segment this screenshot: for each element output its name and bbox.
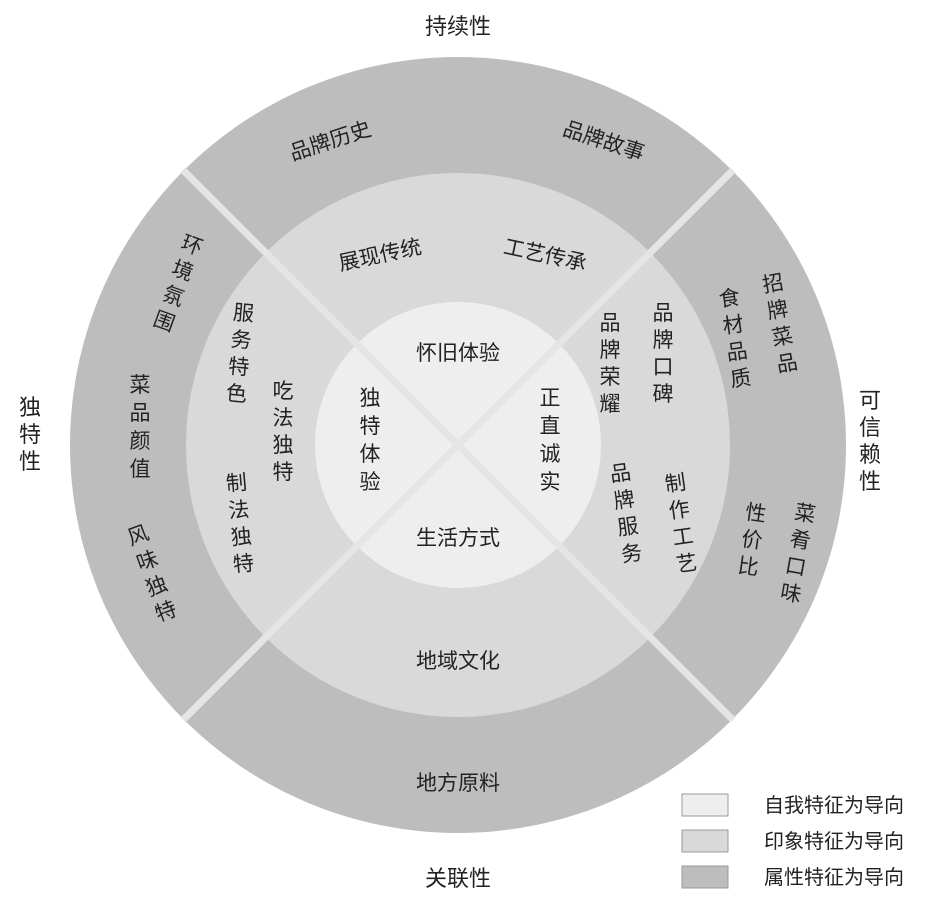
dimension-left-char: 特 bbox=[19, 423, 41, 448]
legend-swatch-self bbox=[681, 793, 729, 817]
outer-right-label-4-char: 价 bbox=[740, 527, 764, 554]
outer-right-label-3-char: 菜 bbox=[793, 500, 818, 527]
middle-left-label-1-char: 色 bbox=[225, 381, 248, 407]
outer-right-label-2-char: 食 bbox=[717, 285, 741, 312]
outer-right-label-1-char: 菜 bbox=[770, 323, 795, 350]
diagonal-separator-2 bbox=[180, 167, 736, 723]
outer-right-label-1-char: 牌 bbox=[765, 297, 790, 324]
middle-left-label-1-char: 服 bbox=[232, 300, 255, 326]
inner-left-label-char: 体 bbox=[360, 442, 381, 466]
middle-right-label-1-char: 碑 bbox=[653, 382, 674, 406]
dimension-right-char: 性 bbox=[859, 470, 881, 495]
middle-right-label-3-char: 制 bbox=[663, 470, 687, 497]
middle-right-label-2-char: 品 bbox=[600, 311, 621, 335]
middle-left-label-3-char: 独 bbox=[230, 524, 253, 550]
dimension-right-char: 可 bbox=[859, 389, 881, 414]
middle-right-label-1-char: 品 bbox=[653, 301, 674, 325]
middle-right-label-3-char: 作 bbox=[667, 497, 691, 524]
outer-right-label-3-char: 口 bbox=[783, 553, 808, 580]
middle-right-label-2-char: 耀 bbox=[600, 392, 621, 416]
middle-left-label-2-char: 特 bbox=[273, 460, 294, 484]
middle-right-label-1-char: 牌 bbox=[653, 328, 674, 352]
middle-left-label-3-char: 特 bbox=[232, 551, 255, 577]
middle-right-label-3-char: 艺 bbox=[675, 550, 699, 577]
legend-swatch-attribute bbox=[681, 865, 729, 889]
middle-left-label-3-char: 制 bbox=[225, 470, 248, 496]
outer-right-label-4-char: 比 bbox=[736, 553, 760, 580]
dimension-left-char: 独 bbox=[19, 396, 41, 421]
inner-left-label-char: 验 bbox=[360, 470, 381, 494]
outer-right-label-1-char: 招 bbox=[761, 270, 786, 297]
middle-right-label-4-char: 牌 bbox=[612, 487, 636, 514]
outer-right-label-1-char: 品 bbox=[775, 350, 800, 377]
inner-right-label-char: 直 bbox=[540, 414, 561, 438]
inner-right-label-char: 诚 bbox=[540, 442, 561, 466]
outer-left-label-2-char: 值 bbox=[130, 457, 151, 481]
legend-label-impression: 印象特征为导向 bbox=[764, 829, 904, 853]
middle-left-label-2-char: 独 bbox=[273, 433, 294, 457]
middle-left-label-2-char: 吃 bbox=[273, 379, 294, 403]
inner-bottom-label: 生活方式 bbox=[416, 526, 500, 550]
outer-left-label-2-char: 品 bbox=[130, 401, 151, 425]
middle-left-label-1-char: 特 bbox=[227, 354, 250, 380]
dimension-bottom: 关联性 bbox=[425, 867, 491, 892]
middle-left-label-2-char: 法 bbox=[273, 406, 294, 430]
inner-left-label-char: 特 bbox=[360, 414, 381, 438]
dimension-left-char: 性 bbox=[19, 450, 41, 475]
middle-right-label-4-char: 品 bbox=[608, 460, 632, 487]
dimension-left: 独特性 bbox=[19, 396, 41, 475]
outer-right-label-3-char: 肴 bbox=[788, 527, 813, 554]
dimension-top: 持续性 bbox=[425, 15, 491, 40]
inner-right-label-char: 正 bbox=[540, 386, 561, 410]
middle-bottom-label: 地域文化 bbox=[416, 649, 500, 673]
dimension-right-char: 赖 bbox=[859, 443, 881, 468]
middle-right-label-1-char: 口 bbox=[653, 355, 674, 379]
outer-left-label-2-char: 颜 bbox=[130, 429, 151, 453]
outer-right-label-2-char: 材 bbox=[721, 312, 745, 339]
outer-right-label-3-char: 味 bbox=[779, 580, 804, 607]
middle-left-label-1-char: 务 bbox=[230, 327, 253, 353]
dimension-right-char: 信 bbox=[859, 416, 881, 441]
inner-right-label-char: 实 bbox=[540, 470, 561, 494]
outer-right-label-4-char: 性 bbox=[744, 500, 768, 527]
middle-right-label-4-char: 务 bbox=[620, 540, 644, 567]
inner-left-label-char: 独 bbox=[360, 386, 381, 410]
middle-right-label-4-char: 服 bbox=[616, 514, 640, 541]
inner-top-label: 怀旧体验 bbox=[416, 341, 500, 365]
outer-right-label-4: 性价比 bbox=[736, 500, 768, 580]
outer-bottom-label: 地方原料 bbox=[416, 771, 500, 795]
legend-label-self: 自我特征为导向 bbox=[764, 793, 904, 817]
middle-left-label-3-char: 法 bbox=[227, 497, 250, 523]
legend: 自我特征为导向 印象特征为导向 属性特征为导向 bbox=[681, 793, 904, 889]
legend-swatch-impression bbox=[681, 829, 729, 853]
legend-label-attribute: 属性特征为导向 bbox=[764, 865, 904, 889]
outer-right-label-2-char: 质 bbox=[729, 365, 753, 392]
outer-left-label-2-char: 菜 bbox=[130, 373, 151, 397]
middle-right-label-2-char: 牌 bbox=[600, 338, 621, 362]
middle-right-label-3-char: 工 bbox=[671, 524, 695, 551]
outer-right-label-2-char: 品 bbox=[725, 339, 749, 366]
middle-right-label-2-char: 荣 bbox=[600, 365, 621, 389]
